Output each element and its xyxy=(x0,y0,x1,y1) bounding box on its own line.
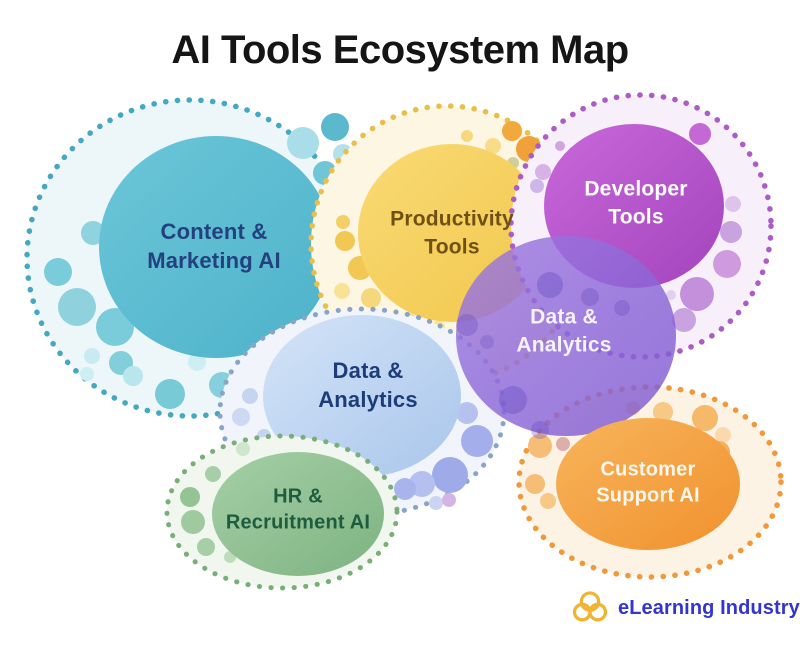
hr-recruitment-circle xyxy=(212,452,384,576)
brand-name: eLearning Industry xyxy=(618,596,800,619)
data-analytics-central-group xyxy=(456,236,676,439)
customer-support-circle xyxy=(556,418,740,550)
data-analytics-central-bubbles xyxy=(456,272,630,439)
page-title: AI Tools Ecosystem Map xyxy=(171,28,629,72)
hr-recruitment-bubbles xyxy=(180,442,250,563)
data-analytics-central-circle xyxy=(456,236,676,436)
data-analytics-left-circle xyxy=(263,315,461,477)
content-marketing-cluster xyxy=(24,97,356,419)
hr-recruitment-cluster xyxy=(164,433,400,591)
developer-bubbles xyxy=(530,123,742,332)
brand-logo: eLearning Industry xyxy=(570,588,800,628)
content-marketing-circle xyxy=(99,136,333,358)
trefoil-rings-icon xyxy=(572,591,608,622)
